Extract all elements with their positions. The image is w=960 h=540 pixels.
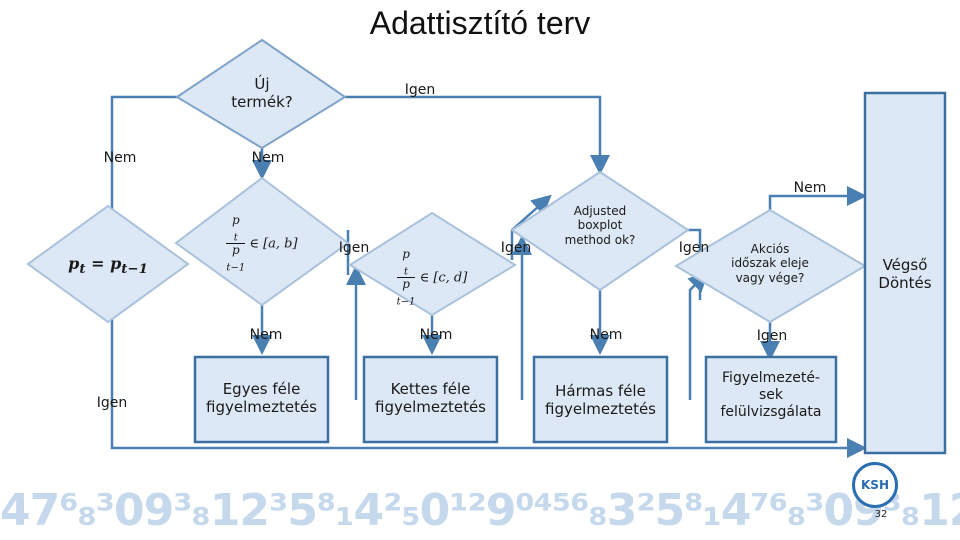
new-product-label: Új termék? [231, 75, 293, 111]
edge-label-igen-ab: Igen [338, 240, 370, 256]
warn1-label: Egyes féle figyelmeztetés [206, 380, 317, 416]
edge-label-igen-boxplot: Igen [678, 240, 710, 256]
edge-label-igen-promo: Igen [756, 328, 788, 344]
review-box [704, 355, 838, 444]
edge-label-igen-left: Igen [96, 395, 128, 411]
footer-digit-pattern: 47⁶₈³09³₈12³5⁸₁4²₅0¹²9⁰⁴⁵⁶₈3²5⁸₁4⁷⁶₈³09³… [0, 482, 960, 540]
boxplot-label: Adjusted boxplot method ok? [564, 204, 636, 247]
final-decision-label: Végső Döntés [878, 256, 932, 292]
decision-promo [674, 208, 867, 324]
edge-label-nem-center: Nem [251, 150, 285, 166]
decision-ratio-ab [174, 176, 350, 307]
decision-new-product [175, 38, 347, 150]
edge-label-nem-right: Nem [793, 180, 827, 196]
warn2-label: Kettes féle figyelmeztetés [375, 380, 486, 416]
decision-boxplot [510, 170, 690, 292]
warn3-label: Hármas féle figyelmeztetés [545, 382, 656, 418]
ksh-logo-text: KSH [861, 478, 889, 492]
edge-label-nem-left: Nem [103, 150, 137, 166]
review-label: Figyelmezeté- sek felülvizsgálata [720, 370, 822, 420]
edge-label-nem-boxplot: Nem [589, 327, 623, 343]
ksh-logo: KSH [852, 462, 898, 508]
edge-label-igen-top: Igen [404, 82, 436, 98]
edge-warn3-up [687, 271, 709, 400]
edge-label-igen-cd: Igen [500, 240, 532, 256]
warn1-box [193, 355, 330, 444]
final-decision-box [863, 91, 947, 455]
edge-label-nem-cd: Nem [419, 327, 453, 343]
edge-promo-nem [768, 186, 867, 210]
page-title: Adattisztító terv [369, 5, 591, 41]
promo-label: Akciós időszak eleje vagy vége? [731, 242, 809, 285]
warn2-box [362, 355, 499, 444]
decision-equal-prev [26, 204, 190, 324]
decision-ratio-cd [348, 211, 517, 317]
equal-prev-formula: pt = pt−1 [68, 254, 148, 278]
page-number: 32 [874, 509, 888, 520]
footer-digit-text: 47⁶₈³09³₈12³5⁸₁4²₅0¹²9⁰⁴⁵⁶₈3²5⁸₁4⁷⁶₈³09³… [0, 485, 960, 536]
edge-label-nem-ab: Nem [249, 327, 283, 343]
warn3-box [532, 355, 669, 444]
edge-new-igen [345, 95, 610, 175]
